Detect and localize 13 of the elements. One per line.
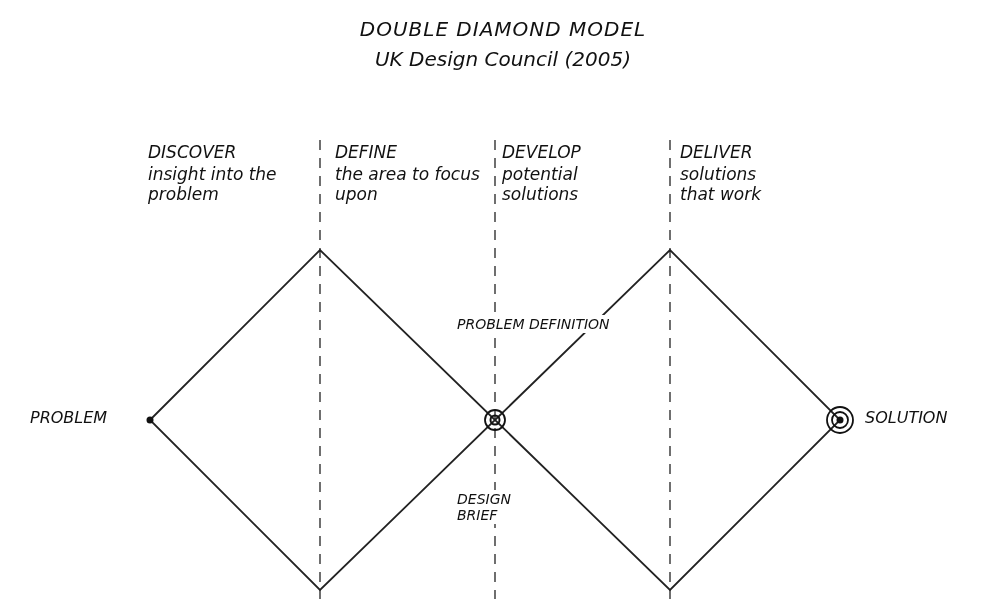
start-label: PROBLEM (30, 409, 108, 428)
phase-description: potential solutions (502, 165, 580, 205)
end-label: SOLUTION (865, 409, 948, 428)
phase-description: insight into the problem (148, 165, 278, 205)
phase-heading: DELIVER (680, 143, 753, 163)
phase-heading: DEVELOP (502, 143, 581, 163)
phase-heading: DEFINE (335, 143, 398, 163)
subtitle: UK Design Council (2005) (373, 48, 632, 71)
title: DOUBLE DIAMOND MODEL (358, 18, 648, 41)
point-label: PROBLEM DEFINITION (455, 315, 612, 334)
phase-heading: DISCOVER (148, 143, 237, 163)
phase-description: solutions that work (680, 165, 763, 205)
phase-description: the area to focus upon (335, 165, 481, 205)
